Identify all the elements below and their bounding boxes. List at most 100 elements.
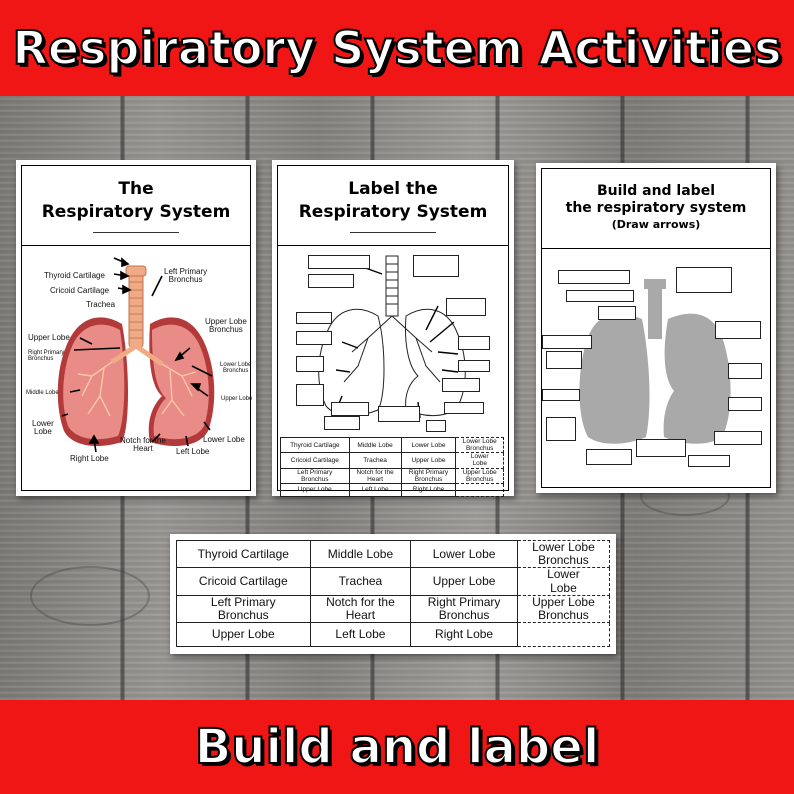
word-cell[interactable]: Lower Lobe Bronchus bbox=[455, 436, 504, 454]
word-cell[interactable]: Lower Lobe bbox=[455, 452, 504, 469]
label-box[interactable] bbox=[446, 298, 486, 316]
word-cell[interactable]: Upper Lobe bbox=[400, 452, 457, 469]
title-underline bbox=[93, 232, 179, 233]
word-cell[interactable]: Thyroid Cartilage bbox=[280, 436, 350, 454]
label-box[interactable] bbox=[688, 455, 730, 467]
label-box[interactable] bbox=[296, 312, 332, 324]
top-banner: Respiratory System Activities bbox=[0, 0, 794, 96]
banner-subtitle: Build and label bbox=[194, 718, 601, 776]
word-cell[interactable]: Upper Lobe Bronchus bbox=[516, 594, 611, 624]
word-cell[interactable]: Trachea bbox=[309, 567, 412, 596]
word-cell[interactable]: Lower Lobe Bronchus bbox=[516, 539, 611, 569]
label-thyroid: Thyroid Cartilage bbox=[44, 271, 105, 280]
label-box[interactable] bbox=[458, 336, 490, 350]
label-box[interactable] bbox=[308, 255, 370, 269]
label-right-lobe: Right Lobe bbox=[70, 454, 109, 463]
card-border: Label the Respiratory System bbox=[277, 165, 509, 497]
label-box[interactable] bbox=[676, 267, 732, 293]
label-box[interactable] bbox=[442, 378, 480, 392]
label-box[interactable] bbox=[546, 351, 582, 369]
label-cricoid: Cricoid Cartilage bbox=[50, 286, 110, 295]
grey-lungs-silhouette bbox=[579, 279, 731, 444]
card-header: Label the Respiratory System bbox=[278, 166, 508, 246]
word-cell[interactable]: Upper Lobe Bronchus bbox=[455, 467, 504, 484]
card-title-line2: Respiratory System bbox=[298, 202, 488, 222]
label-left-primary: Left Primary Bronchus bbox=[164, 267, 208, 285]
label-box[interactable] bbox=[458, 360, 490, 372]
label-box[interactable] bbox=[324, 416, 360, 430]
card-build-and-label: Build and label the respiratory system (… bbox=[536, 163, 776, 493]
word-cell[interactable]: Notch for the Heart bbox=[309, 594, 412, 624]
card-title-line2: Respiratory System bbox=[41, 202, 231, 222]
label-box[interactable] bbox=[542, 335, 592, 349]
word-cell[interactable]: Middle Lobe bbox=[309, 539, 412, 569]
word-cell[interactable]: Left Lobe bbox=[348, 482, 402, 497]
word-cell[interactable]: Middle Lobe bbox=[348, 436, 402, 454]
word-cell[interactable]: Cricoid Cartilage bbox=[176, 567, 311, 596]
label-box[interactable] bbox=[636, 439, 686, 457]
label-box[interactable] bbox=[728, 363, 762, 379]
card-title-line3: (Draw arrows) bbox=[611, 218, 701, 231]
card-title-line2: the respiratory system bbox=[565, 200, 747, 216]
label-box[interactable] bbox=[426, 420, 446, 432]
word-cell[interactable]: Left Primary Bronchus bbox=[280, 467, 350, 484]
label-box[interactable] bbox=[546, 417, 576, 441]
label-middle-lobe: Middle Lobe bbox=[26, 390, 59, 396]
label-upper-lobe-right: Upper Lobe bbox=[221, 396, 253, 402]
label-box[interactable] bbox=[296, 384, 324, 406]
word-cell[interactable]: Lower Lobe bbox=[400, 436, 457, 454]
card-header: The Respiratory System bbox=[22, 166, 250, 246]
word-cell[interactable] bbox=[516, 622, 611, 648]
label-box[interactable] bbox=[542, 389, 580, 401]
word-cell[interactable]: Notch for the Heart bbox=[348, 467, 402, 484]
word-cell[interactable]: Cricoid Cartilage bbox=[280, 452, 350, 469]
word-cell[interactable]: Lower Lobe bbox=[516, 567, 611, 596]
label-upper-lobe-bronchus: Upper Lobe Bronchus bbox=[205, 317, 247, 335]
word-cell[interactable]: Upper Lobe bbox=[176, 622, 311, 648]
word-cell[interactable]: Right Primary Bronchus bbox=[410, 594, 518, 624]
word-cell[interactable]: Thyroid Cartilage bbox=[176, 539, 311, 569]
label-lower-lobe-bronchus: Lower Lobe Bronchus bbox=[220, 362, 252, 375]
label-box[interactable] bbox=[308, 274, 354, 288]
card-title-line1: The bbox=[118, 179, 154, 199]
label-box[interactable] bbox=[378, 406, 420, 422]
label-box[interactable] bbox=[714, 431, 762, 445]
label-box[interactable] bbox=[296, 356, 324, 372]
label-box[interactable] bbox=[566, 290, 634, 302]
word-cell[interactable]: Right Primary Bronchus bbox=[400, 467, 457, 484]
label-box[interactable] bbox=[728, 397, 762, 411]
word-cell[interactable]: Left Lobe bbox=[309, 622, 412, 648]
word-cell[interactable]: Upper Lobe bbox=[280, 482, 350, 497]
bottom-banner: Build and label bbox=[0, 700, 794, 794]
word-cell[interactable]: Right Lobe bbox=[410, 622, 518, 648]
card-label-respiratory-system: Label the Respiratory System bbox=[272, 160, 514, 497]
label-box[interactable] bbox=[558, 270, 630, 284]
word-cell[interactable]: Right Lobe bbox=[400, 482, 457, 497]
card-border: The Respiratory System bbox=[21, 165, 253, 491]
label-trachea: Trachea bbox=[86, 300, 116, 309]
card-respiratory-system: The Respiratory System bbox=[16, 160, 256, 496]
label-box[interactable] bbox=[413, 255, 459, 277]
word-cell[interactable]: Trachea bbox=[348, 452, 402, 469]
label-box[interactable] bbox=[331, 402, 369, 416]
label-box[interactable] bbox=[598, 306, 636, 320]
word-cell[interactable]: Upper Lobe bbox=[410, 567, 518, 596]
label-left-lobe: Left Lobe bbox=[176, 447, 210, 456]
card-border: Build and label the respiratory system (… bbox=[541, 168, 771, 488]
label-box[interactable] bbox=[586, 449, 632, 465]
label-box[interactable] bbox=[296, 331, 332, 345]
word-cell[interactable]: Left Primary Bronchus bbox=[176, 594, 311, 624]
label-box[interactable] bbox=[444, 402, 484, 414]
label-box[interactable] bbox=[715, 321, 761, 339]
word-cell[interactable]: Lower Lobe bbox=[410, 539, 518, 569]
card-header: Build and label the respiratory system (… bbox=[542, 169, 770, 249]
title-underline bbox=[350, 232, 436, 233]
word-cell[interactable] bbox=[455, 482, 504, 497]
label-lower-lobe-left: Lower Lobe bbox=[32, 419, 54, 437]
